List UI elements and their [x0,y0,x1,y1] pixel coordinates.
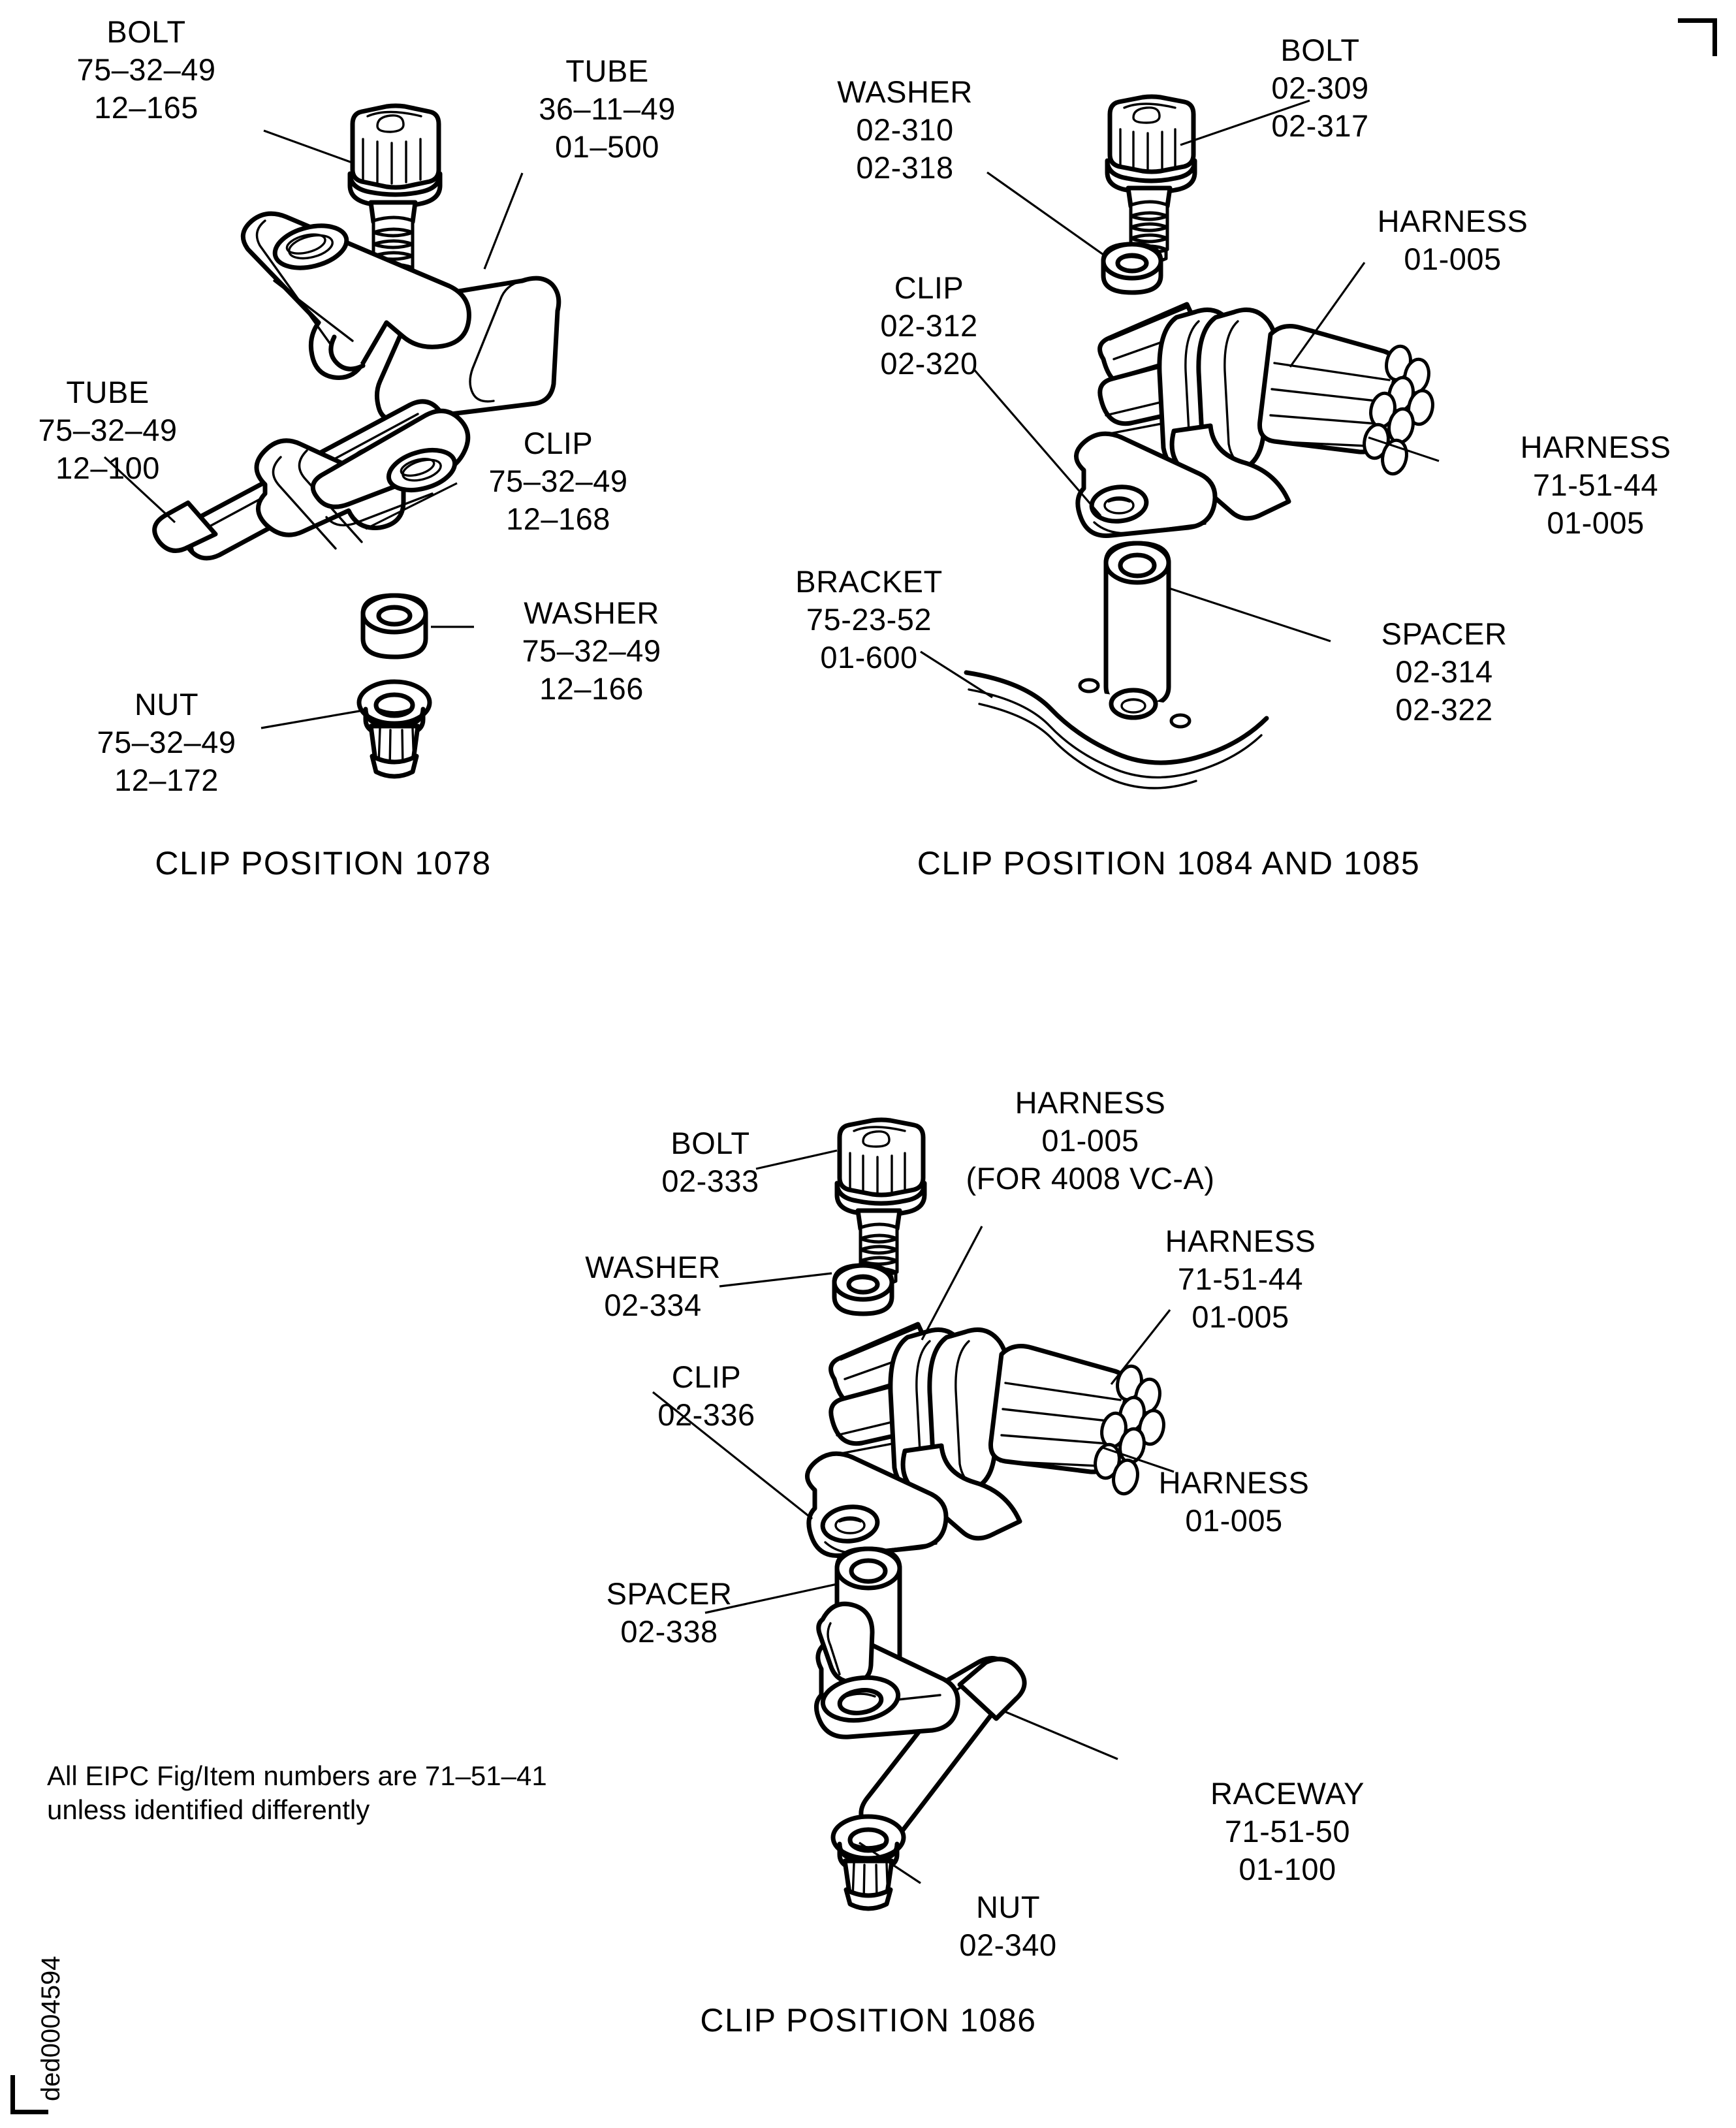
callout-harness-right-1084: HARNESS 71-51-44 01-005 [1520,430,1671,540]
callout-spacer-1086: SPACER 02-338 [606,1576,733,1649]
figure-1078-artwork [104,106,559,776]
clip-harness-assembly-1086 [807,1324,1167,1555]
callout-bolt-1084: BOLT 02-309 02-317 [1271,33,1369,143]
figure-1086-artwork [653,1120,1174,1909]
callout-clip-1078: CLIP 75–32–49 12–168 [488,426,628,536]
corner-mark-bottom-left [10,2075,50,2114]
callout-clip-1084: CLIP 02-312 02-320 [880,270,978,381]
callout-bolt-1078: BOLT 75–32–49 12–165 [76,14,216,125]
washer-1086-icon [834,1265,892,1314]
caption-1078: CLIP POSITION 1078 [155,845,492,881]
nut-1078-icon [359,682,430,776]
washer-1084-icon [1103,244,1161,293]
callout-bracket-1084: BRACKET 75-23-52 01-600 [795,564,943,675]
callout-raceway-1086: RACEWAY 71-51-50 01-100 [1210,1776,1365,1886]
washer-1078-icon [363,596,426,657]
caption-1084-1085: CLIP POSITION 1084 AND 1085 [917,845,1421,881]
leader-lines-1078 [104,131,522,728]
callout-nut-1078: NUT 75–32–49 12–172 [97,687,236,797]
callout-spacer-1084: SPACER 02-314 02-322 [1381,616,1507,727]
callout-nut-1086: NUT 02-340 [959,1890,1057,1962]
spacer-1084-icon [1106,543,1169,707]
clip-harness-assembly-1084 [1076,304,1436,535]
leader-lines-1086 [653,1151,1174,1883]
bolt-1086-icon [837,1120,924,1285]
nut-1086-icon [833,1817,904,1909]
clip-tube-assembly-lower [155,402,468,558]
bolt-1078-icon [350,106,440,293]
callout-washer-1084: WASHER 02-310 02-318 [837,74,973,185]
callout-harness-top-1084: HARNESS 01-005 [1377,204,1528,276]
corner-mark-top-right [1678,18,1717,57]
callout-harness-lower-1086: HARNESS 01-005 [1158,1465,1310,1538]
bolt-1084-icon [1107,97,1195,262]
leader-lines-1084-1085 [921,101,1439,697]
bracket-1084-icon [966,673,1267,788]
callout-washer-1078: WASHER 75–32–49 12–166 [522,596,661,706]
callout-bolt-1086: BOLT 02-333 [661,1126,759,1198]
callout-tube-lower-1078: TUBE 75–32–49 12–100 [38,375,178,485]
figure-1084-1085-artwork [921,97,1439,788]
callout-harness-top-1086: HARNESS 01-005 (FOR 4008 VC-A) [966,1085,1215,1196]
callout-tube-upper-1078: TUBE 36–11–49 01–500 [539,54,676,164]
caption-1086: CLIP POSITION 1086 [700,2002,1037,2039]
raceway-assembly-1086 [816,1604,1024,1837]
callout-harness-right-1086: HARNESS 71-51-44 01-005 [1165,1224,1316,1334]
general-note: All EIPC Fig/Item numbers are 71–51–41 u… [47,1760,547,1825]
callout-clip-1086: CLIP 02-336 [657,1359,755,1432]
callout-washer-1086: WASHER 02-334 [585,1250,721,1322]
